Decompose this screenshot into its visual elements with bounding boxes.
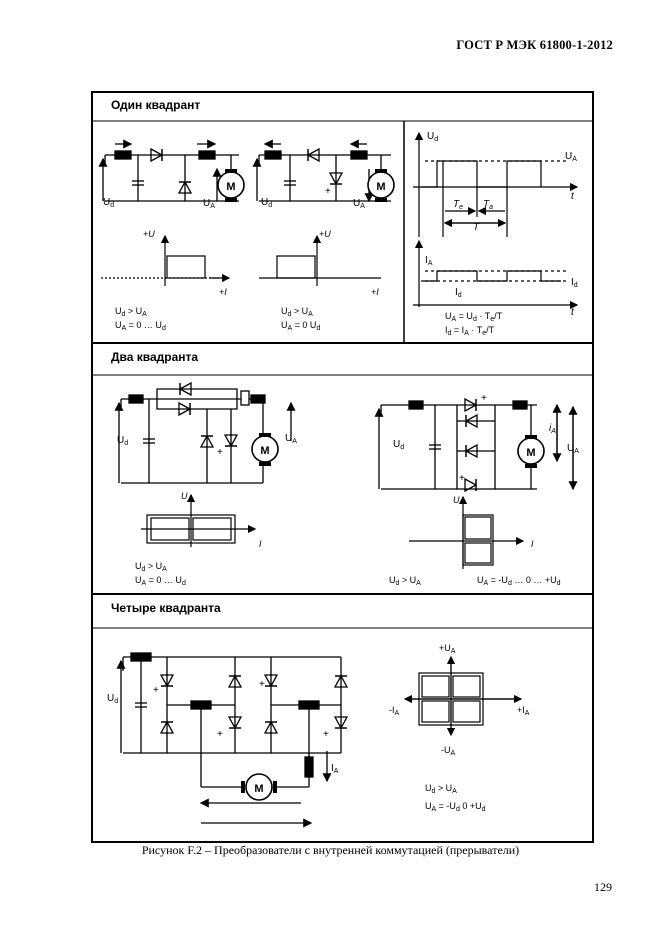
svg-text:+I: +I xyxy=(371,287,379,297)
svg-text:IA: IA xyxy=(331,763,339,775)
svg-text:T: T xyxy=(473,222,480,233)
waveform-ia xyxy=(413,239,579,310)
waveform-ua xyxy=(413,131,579,237)
svg-text:UA: UA xyxy=(353,198,365,210)
svg-text:Ud: Ud xyxy=(427,131,438,143)
svg-text:UA = 0 Ud: UA = 0 Ud xyxy=(281,320,320,332)
formula-waveform-id: Id = IA · Te/T xyxy=(445,325,495,337)
svg-text:Ud: Ud xyxy=(117,435,128,447)
svg-text:M: M xyxy=(526,447,535,459)
svg-text:Ud: Ud xyxy=(393,439,404,451)
formula-q4-2: UA = -Ud 0 +Ud xyxy=(425,801,486,813)
svg-text:+: + xyxy=(459,473,465,484)
svg-text:UA: UA xyxy=(567,443,579,455)
figure-caption: Рисунок F.2 – Преобразователи с внутренн… xyxy=(141,843,520,857)
figure-frame: M Ud UA + M Ud UA +U +I +U +I Ud > xyxy=(91,91,594,843)
svg-text:I: I xyxy=(259,539,262,549)
one-quadrant-diagram-left xyxy=(101,234,231,286)
ud-label: Ud xyxy=(103,197,114,209)
svg-text:M: M xyxy=(376,181,385,193)
svg-text:+: + xyxy=(481,393,487,404)
svg-text:Ta: Ta xyxy=(483,199,493,211)
svg-text:+IA: +IA xyxy=(517,705,530,717)
svg-text:iA: iA xyxy=(549,423,556,435)
formula-q4-1: Ud > UA xyxy=(425,783,457,795)
one-quadrant-circuit-right xyxy=(252,139,391,203)
svg-text:I: I xyxy=(531,539,534,549)
svg-text:+: + xyxy=(217,447,223,458)
formula-q2-left-2: UA = 0 … Ud xyxy=(135,575,186,587)
formula-q2-right-1: Ud > UA xyxy=(389,575,421,587)
svg-text:+U: +U xyxy=(319,229,331,239)
svg-text:Ud: Ud xyxy=(261,197,272,209)
formula-q1-left-1: Ud > UA xyxy=(115,306,147,318)
svg-text:Te: Te xyxy=(453,199,463,211)
standard-header: ГОСТ Р МЭК 61800-1-2012 xyxy=(456,38,613,52)
svg-text:-UA: -UA xyxy=(441,745,456,757)
svg-text:Id: Id xyxy=(571,277,578,289)
one-quadrant-diagram-right xyxy=(259,234,381,286)
svg-text:+: + xyxy=(153,685,159,696)
four-quadrant-diagram xyxy=(403,655,523,737)
svg-text:+: + xyxy=(259,679,265,690)
svg-text:U: U xyxy=(453,495,460,505)
svg-text:+UA: +UA xyxy=(439,643,456,655)
svg-text:Ud > UA: Ud > UA xyxy=(281,306,313,318)
formula-q2-right-2: UA = -Ud … 0 … +Ud xyxy=(477,575,561,587)
formula-q2-left-1: Ud > UA xyxy=(135,561,167,573)
section-title-one-quadrant: Один квадрант xyxy=(111,98,201,112)
one-quadrant-circuit-left xyxy=(98,139,239,202)
svg-text:+: + xyxy=(323,729,329,740)
svg-text:t: t xyxy=(571,307,575,318)
two-quadrant-diagram-right xyxy=(409,495,525,569)
section-title-four-quadrants: Четыре квадранта xyxy=(111,601,221,615)
svg-text:Id: Id xyxy=(455,287,462,299)
formula-waveform-ua: UA = Ud · Te/T xyxy=(445,311,503,323)
motor-label: M xyxy=(226,181,235,193)
two-quadrant-diagram-left xyxy=(141,493,257,547)
svg-text:M: M xyxy=(260,445,269,457)
svg-text:+: + xyxy=(217,729,223,740)
svg-text:t: t xyxy=(571,191,575,202)
section-title-two-quadrants: Два квадранта xyxy=(111,350,199,364)
svg-text:+I: +I xyxy=(219,287,227,297)
svg-text:-IA: -IA xyxy=(389,705,400,717)
svg-text:UA: UA xyxy=(565,151,577,163)
svg-text:UA: UA xyxy=(285,433,297,445)
ua-label: UA xyxy=(203,198,215,210)
four-quadrant-circuit xyxy=(116,652,342,828)
svg-text:IA: IA xyxy=(425,255,433,267)
svg-text:+U: +U xyxy=(143,229,155,239)
formula-q1-left-2: UA = 0 … Ud xyxy=(115,320,166,332)
two-quadrant-circuit-right xyxy=(374,400,578,491)
svg-text:+: + xyxy=(325,186,331,197)
svg-text:U: U xyxy=(181,491,188,501)
svg-text:Ud: Ud xyxy=(107,693,118,705)
svg-text:M: M xyxy=(254,783,263,795)
page-number: 129 xyxy=(594,880,612,894)
